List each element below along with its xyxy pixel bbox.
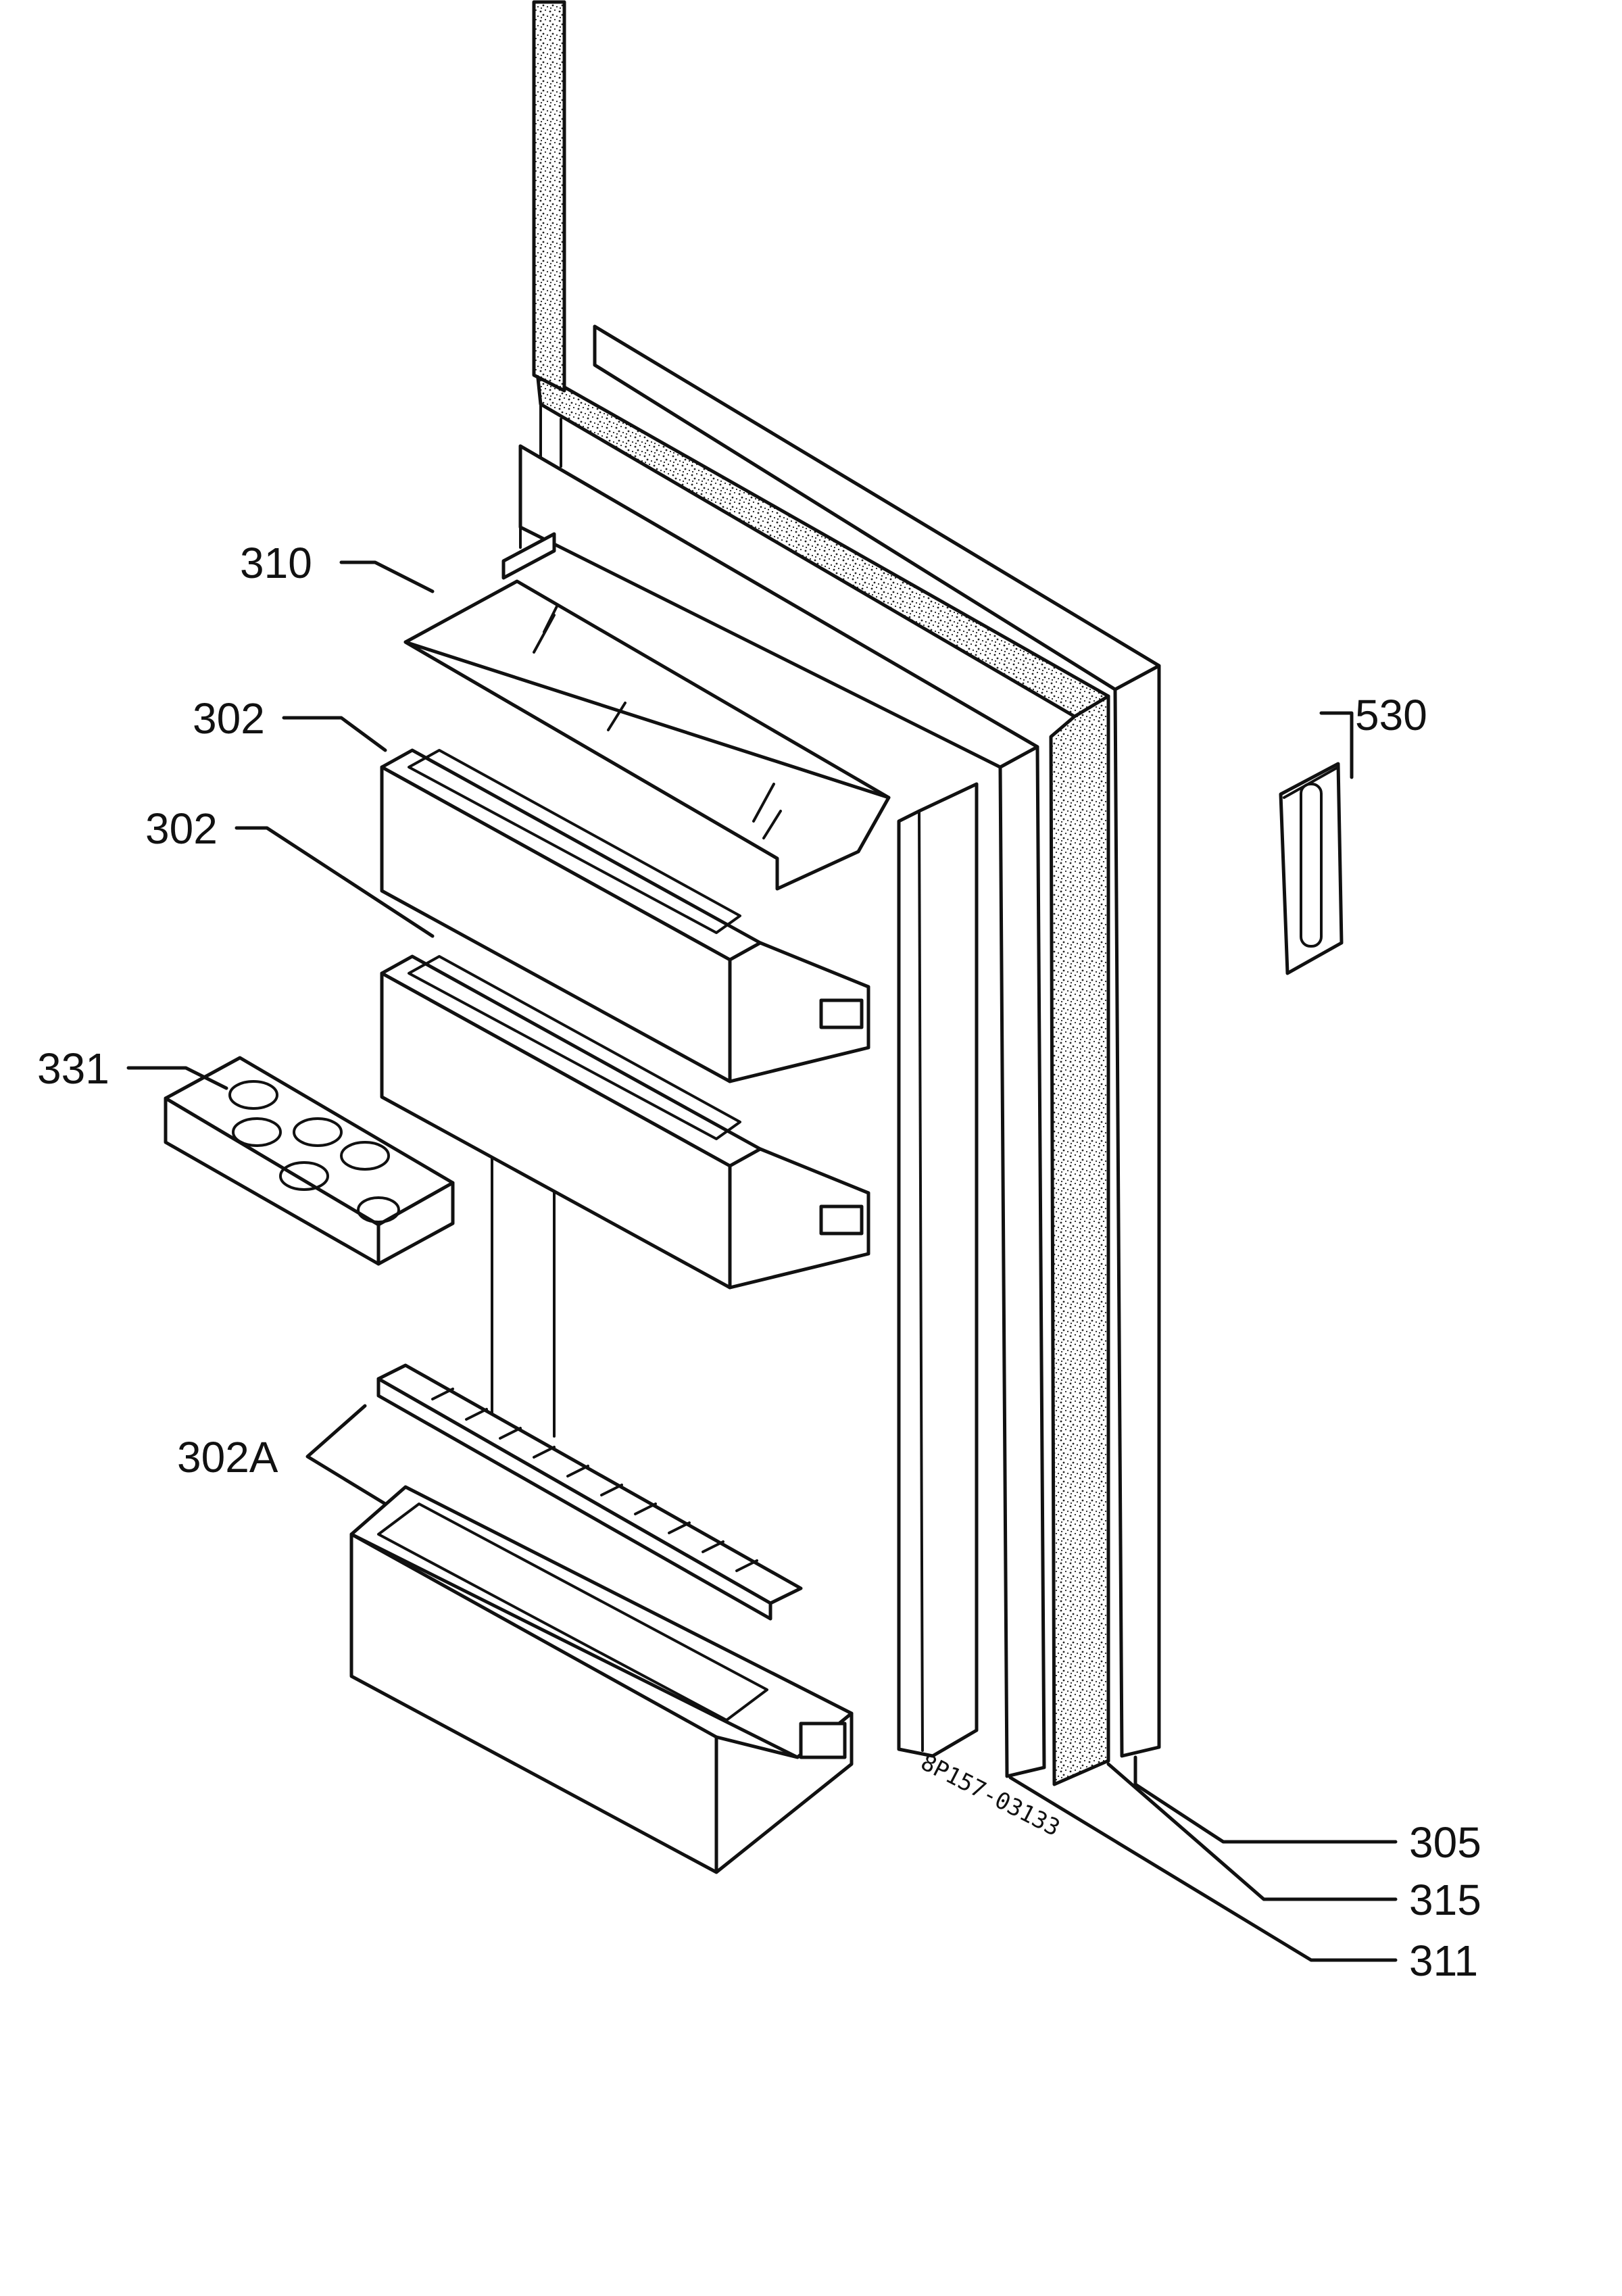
door-bin-middle: [380, 954, 870, 1290]
glass-shelf: [403, 532, 891, 891]
stand-lines: [491, 1124, 556, 1438]
bottle-retainer-rail: [376, 1363, 803, 1621]
label-331: 331: [37, 1044, 109, 1093]
label-305: 305: [1409, 1818, 1481, 1867]
gasket-strip: [897, 782, 979, 1758]
label-302-upper: 302: [193, 694, 265, 743]
bottle-bin: [349, 1485, 854, 1874]
label-302-middle: 302: [145, 804, 218, 853]
label-311: 311: [1409, 1936, 1478, 1985]
label-310: 310: [240, 539, 312, 587]
leader-lines: [126, 560, 1398, 1962]
door-outer-panel: [593, 324, 1161, 1758]
door-seal: [532, 0, 1110, 1786]
label-302a: 302A: [177, 1433, 278, 1482]
label-530: 530: [1355, 691, 1427, 739]
egg-tray: [164, 1056, 455, 1266]
label-315: 315: [1409, 1876, 1481, 1924]
handle-plate: [1279, 762, 1344, 975]
door-bin-upper: [380, 748, 870, 1083]
door-inner-liner: [518, 444, 1046, 1778]
